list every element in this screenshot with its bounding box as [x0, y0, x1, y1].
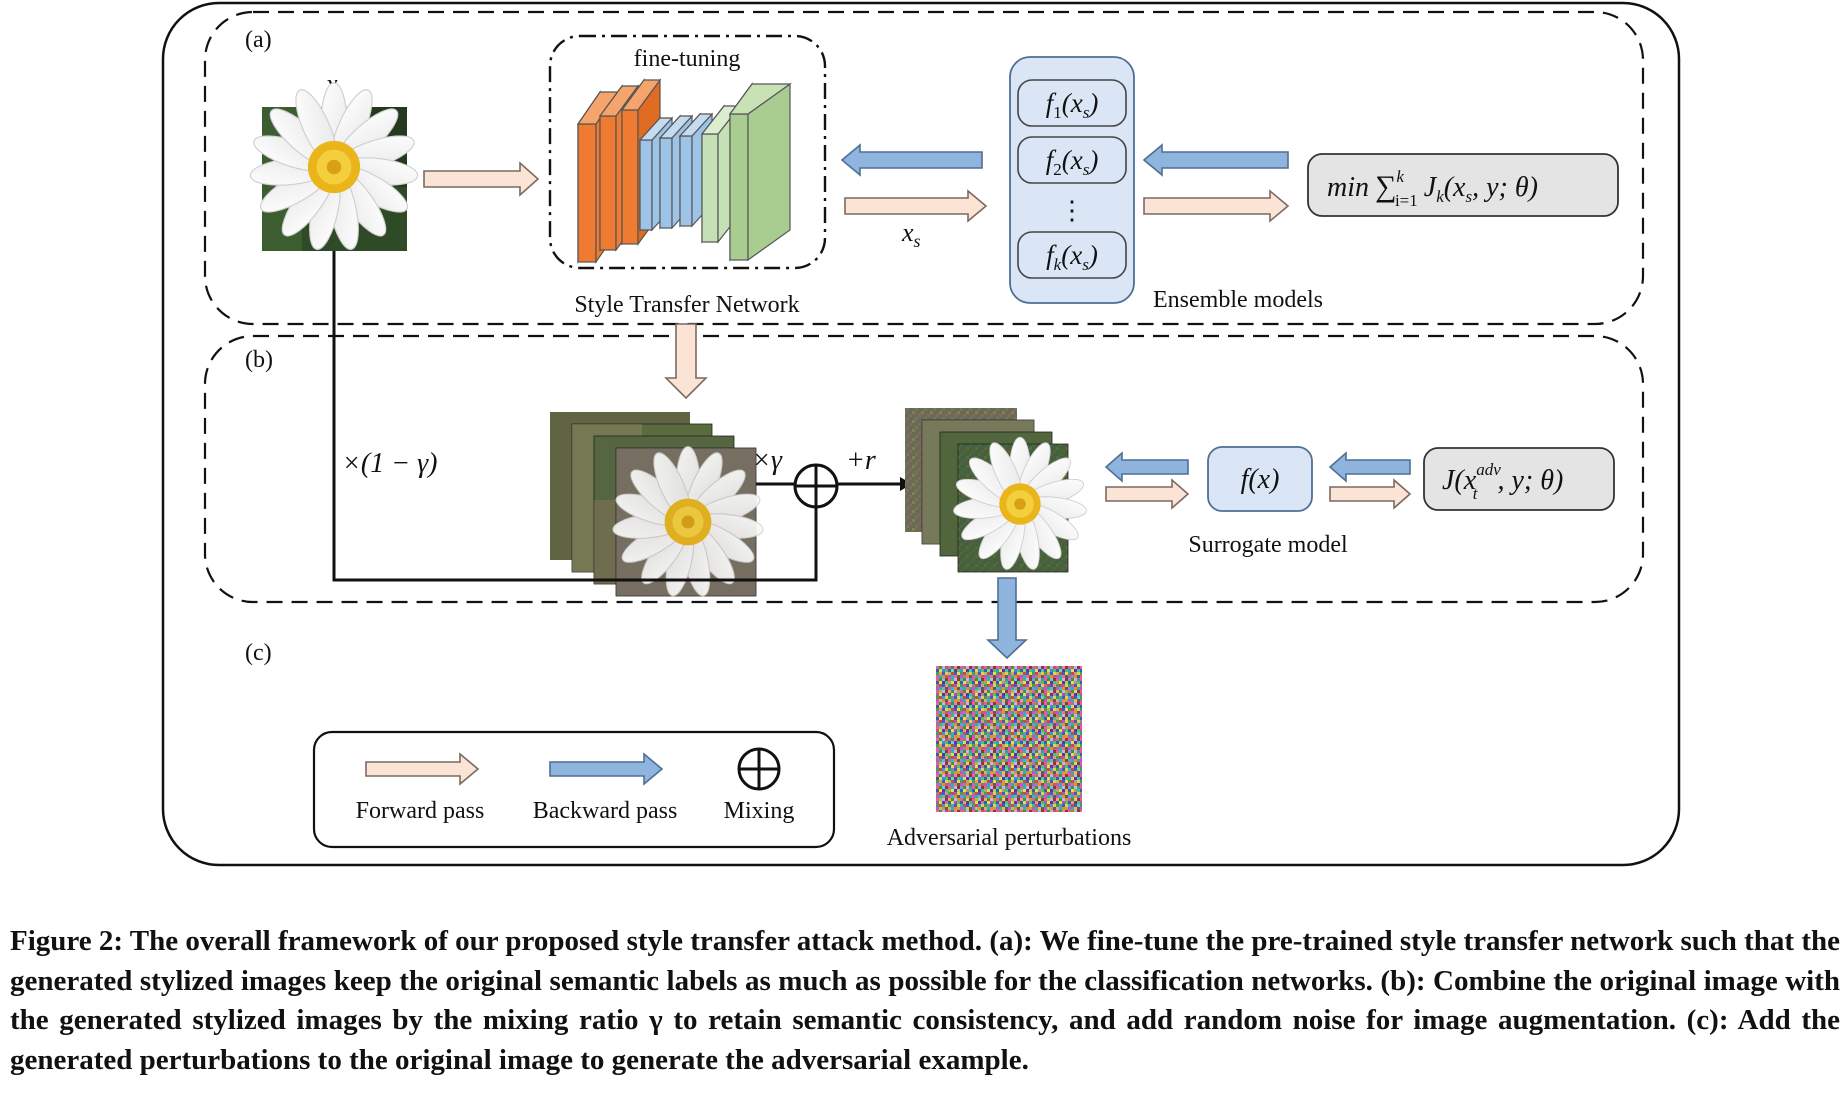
figure-caption: Figure 2: The overall framework of our p…: [10, 925, 1840, 1076]
augmented-images-stack: [905, 408, 1088, 573]
stylized-images-stack: [550, 412, 765, 599]
panel-a-frame: [203, 10, 1645, 326]
ensemble-f1: f1(xs): [1046, 88, 1099, 122]
loss-b-box: [1423, 447, 1615, 511]
legend-mixing-icon: [737, 747, 781, 791]
legend-forward-arrow: [365, 752, 480, 786]
forward-arrow-surrogate-to-loss: [1329, 478, 1412, 510]
legend-backward-label: Backward pass: [533, 798, 678, 824]
perturbation-caption: Adversarial perturbations: [887, 825, 1132, 851]
ensemble-fk-box: [1017, 231, 1127, 279]
forward-arrow-input: [423, 161, 540, 197]
xs-label: xs: [901, 218, 921, 251]
loss-a-box: [1307, 153, 1619, 217]
forward-arrow-images-to-surrogate: [1105, 478, 1190, 510]
style-net-label: Style Transfer Network: [574, 292, 799, 318]
forward-arrow-net-to-ensemble: [844, 189, 988, 223]
plus-r-label: +r: [846, 445, 876, 476]
backward-arrow-ensemble-to-net: [840, 143, 983, 177]
outer-frame: [161, 1, 1681, 867]
ensemble-f1-box: [1017, 79, 1127, 127]
surrogate-fx: f(x): [1241, 464, 1280, 495]
backward-arrow-down-to-perturbations: [985, 577, 1029, 660]
ensemble-f2-box: [1017, 136, 1127, 184]
legend-backward-arrow: [549, 752, 664, 786]
panel-b-frame: [203, 334, 1645, 604]
forward-arrow-ensemble-to-loss: [1143, 189, 1290, 223]
framework-diagram: (a) (b) (c) x fine-tuning: [161, 1, 1681, 867]
surrogate-caption: Surrogate model: [1188, 532, 1348, 558]
skip-connection-line: [332, 251, 818, 582]
panel-b-label: (b): [245, 347, 273, 373]
legend-mixing-label: Mixing: [724, 798, 795, 824]
panel-a-label: (a): [245, 27, 272, 53]
mixing-icon: [793, 463, 839, 509]
backward-arrow-loss-to-surrogate: [1328, 451, 1411, 483]
fine-tuning-label: fine-tuning: [634, 46, 741, 72]
network-layers: [576, 78, 792, 264]
panel-c-label: (c): [245, 640, 272, 666]
perturbation-image: [936, 666, 1082, 812]
legend-forward-label: Forward pass: [356, 798, 485, 824]
ensemble-fk: fk(xs): [1046, 240, 1098, 274]
backward-arrow-surrogate-to-images: [1104, 451, 1189, 483]
surrogate-box: [1207, 446, 1313, 512]
ensemble-caption: Ensemble models: [1153, 287, 1323, 313]
backward-arrow-loss-to-ensemble: [1142, 143, 1289, 177]
input-daisy-image: [248, 82, 420, 253]
one-minus-gamma-label: ×(1 − γ): [342, 448, 437, 479]
legend-box: [312, 730, 836, 849]
times-gamma-label: ×γ: [752, 445, 783, 476]
ensemble-f2: f2(xs): [1046, 145, 1099, 179]
forward-arrow-down-to-stylized: [664, 323, 708, 400]
ensemble-dots: ⋮: [1059, 196, 1085, 225]
style-net-frame: [548, 34, 827, 270]
